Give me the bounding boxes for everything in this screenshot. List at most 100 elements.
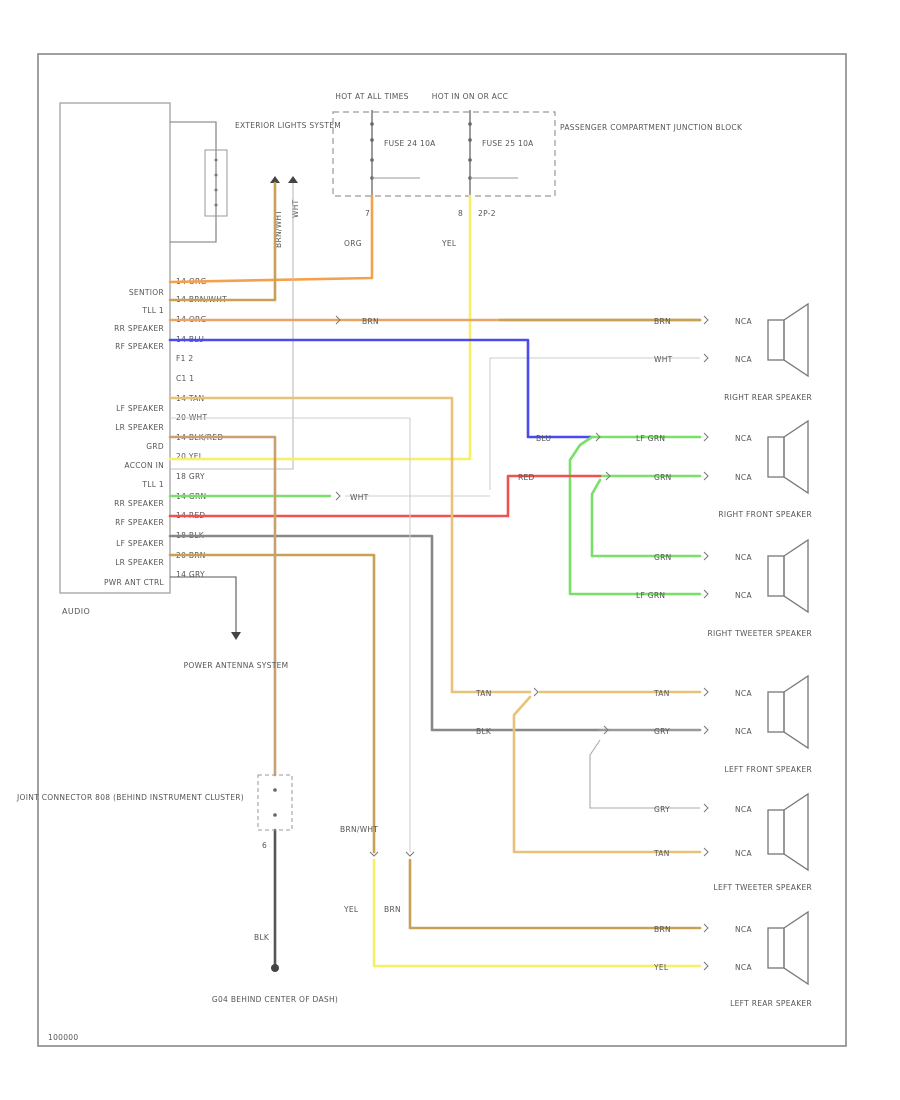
svg-text:NCA: NCA: [735, 849, 752, 858]
svg-text:20 YEL: 20 YEL: [176, 452, 204, 461]
audio-unit: AUDIO: [59, 102, 228, 616]
speaker-right-front-label: RIGHT FRONT SPEAKER: [718, 510, 812, 519]
svg-text:WHT: WHT: [654, 355, 673, 364]
speaker-icon: [767, 910, 809, 986]
speaker-icon: [767, 538, 809, 614]
diagram-frame: [37, 53, 847, 1047]
svg-text:BLU: BLU: [536, 434, 551, 443]
speaker-labels: RIGHT REAR SPEAKER RIGHT FRONT SPEAKER R…: [707, 393, 813, 1008]
svg-text:TAN: TAN: [475, 689, 492, 698]
svg-text:NCA: NCA: [735, 727, 752, 736]
svg-text:LF GRN: LF GRN: [636, 591, 665, 600]
wire-yellow-fuse: [168, 194, 472, 461]
svg-text:YEL: YEL: [441, 239, 457, 248]
svg-text:BRN: BRN: [654, 925, 671, 934]
svg-text:POWER ANTENNA SYSTEM: POWER ANTENNA SYSTEM: [184, 661, 289, 670]
wire-orange-fuse: [168, 194, 374, 284]
svg-text:NCA: NCA: [735, 434, 752, 443]
speaker-left-front-label: LEFT FRONT SPEAKER: [725, 765, 813, 774]
svg-text:FUSE 25 10A: FUSE 25 10A: [482, 139, 534, 148]
pin-label: LF SPEAKER: [116, 404, 164, 413]
pin-label: LR SPEAKER: [115, 558, 164, 567]
pin-label: PWR ANT CTRL: [104, 578, 165, 587]
pin-label: SENTIOR: [129, 288, 164, 297]
wire-red: [168, 474, 602, 518]
svg-text:G04 BEHIND CENTER OF DASH): G04 BEHIND CENTER OF DASH): [212, 995, 338, 1004]
pin-label: TLL 1: [141, 306, 164, 315]
audio-pin-names: SENTIOR TLL 1 RR SPEAKER RF SPEAKER F1 2…: [104, 288, 194, 587]
pin-label: TLL 1: [141, 480, 164, 489]
wire-labels: BRN BRN WHT BLU RED LF GRN GRN GRN LF GR…: [340, 317, 752, 972]
svg-text:GRN: GRN: [654, 473, 672, 482]
svg-text:BRN: BRN: [654, 317, 671, 326]
svg-text:NCA: NCA: [735, 553, 752, 562]
wires: [168, 181, 702, 970]
connector-marks: [335, 315, 709, 971]
speaker-left-rear-label: LEFT REAR SPEAKER: [730, 999, 812, 1008]
svg-text:TAN: TAN: [653, 689, 670, 698]
svg-text:WHT: WHT: [350, 493, 369, 502]
pin-label: F1 2: [176, 354, 193, 363]
svg-text:BRN/WHT: BRN/WHT: [340, 825, 378, 834]
svg-text:GRY: GRY: [654, 727, 670, 736]
pin-label: GRD: [146, 442, 164, 451]
svg-text:8: 8: [458, 209, 463, 218]
wire-white-ext: [170, 183, 294, 470]
exterior-lights-system: EXTERIOR LIGHTS SYSTEM BRN/WHT WHT: [235, 121, 341, 248]
svg-text:HOT AT ALL TIMES: HOT AT ALL TIMES: [335, 92, 408, 101]
footer-id: 100000: [48, 1033, 78, 1042]
pin-label: RF SPEAKER: [115, 518, 164, 527]
svg-text:6: 6: [262, 841, 267, 850]
speaker-icons: [767, 302, 809, 986]
svg-text:NCA: NCA: [735, 925, 752, 934]
svg-text:HOT IN ON OR ACC: HOT IN ON OR ACC: [432, 92, 508, 101]
svg-text:NCA: NCA: [735, 473, 752, 482]
svg-text:BRN: BRN: [384, 905, 401, 914]
wire-blue: [168, 338, 594, 439]
speaker-icon: [767, 674, 809, 750]
svg-text:18 GRY: 18 GRY: [176, 472, 205, 481]
svg-text:YEL: YEL: [343, 905, 359, 914]
speaker-left-tweeter-label: LEFT TWEETER SPEAKER: [714, 883, 812, 892]
svg-text:NCA: NCA: [735, 355, 752, 364]
svg-text:PASSENGER COMPARTMENT JUNCTION: PASSENGER COMPARTMENT JUNCTION BLOCK: [560, 123, 743, 132]
svg-text:TAN: TAN: [653, 849, 670, 858]
svg-text:YEL: YEL: [653, 963, 669, 972]
svg-text:NCA: NCA: [735, 591, 752, 600]
power-antenna: POWER ANTENNA SYSTEM: [184, 632, 289, 670]
svg-text:BLK: BLK: [254, 933, 270, 942]
pin-label: RR SPEAKER: [114, 324, 164, 333]
wire-brown: [168, 553, 376, 854]
svg-text:NCA: NCA: [735, 317, 752, 326]
speaker-icon: [767, 419, 809, 495]
wire-blkred: [168, 435, 277, 777]
speaker-icon: [767, 792, 809, 872]
svg-text:NCA: NCA: [735, 963, 752, 972]
speaker-right-tweeter-label: RIGHT TWEETER SPEAKER: [707, 629, 812, 638]
svg-text:14 GRY: 14 GRY: [176, 570, 205, 579]
svg-text:GRN: GRN: [654, 553, 672, 562]
svg-text:2P-2: 2P-2: [478, 209, 496, 218]
svg-text:NCA: NCA: [735, 689, 752, 698]
pin-label: RR SPEAKER: [114, 499, 164, 508]
svg-text:WHT: WHT: [291, 199, 300, 218]
pin-label: LF SPEAKER: [116, 539, 164, 548]
wire-brnwht-ext: [168, 181, 277, 302]
pin-label: RF SPEAKER: [115, 342, 164, 351]
pin-label: C1 1: [176, 374, 194, 383]
svg-text:JOINT CONNECTOR 808 (BEHIND IN: JOINT CONNECTOR 808 (BEHIND INSTRUMENT C…: [16, 793, 244, 802]
wire-tan: [168, 396, 532, 694]
joint-connector: JOINT CONNECTOR 808 (BEHIND INSTRUMENT C…: [16, 774, 293, 942]
svg-text:EXTERIOR LIGHTS SYSTEM: EXTERIOR LIGHTS SYSTEM: [235, 121, 341, 130]
ground-point: G04 BEHIND CENTER OF DASH): [212, 964, 338, 1004]
svg-text:FUSE 24 10A: FUSE 24 10A: [384, 139, 436, 148]
audio-pin-wire-labels: 14 ORG 14 BRN/WHT 14 ORG 14 BLU 14 TAN 2…: [176, 277, 227, 579]
svg-text:GRY: GRY: [654, 805, 670, 814]
audio-label: AUDIO: [62, 607, 90, 616]
wire-gray: [168, 534, 602, 732]
junction-block: HOT AT ALL TIMES HOT IN ON OR ACC FUSE 2…: [332, 92, 743, 248]
svg-text:NCA: NCA: [735, 805, 752, 814]
speaker-icon: [767, 302, 809, 378]
svg-text:RED: RED: [518, 473, 535, 482]
